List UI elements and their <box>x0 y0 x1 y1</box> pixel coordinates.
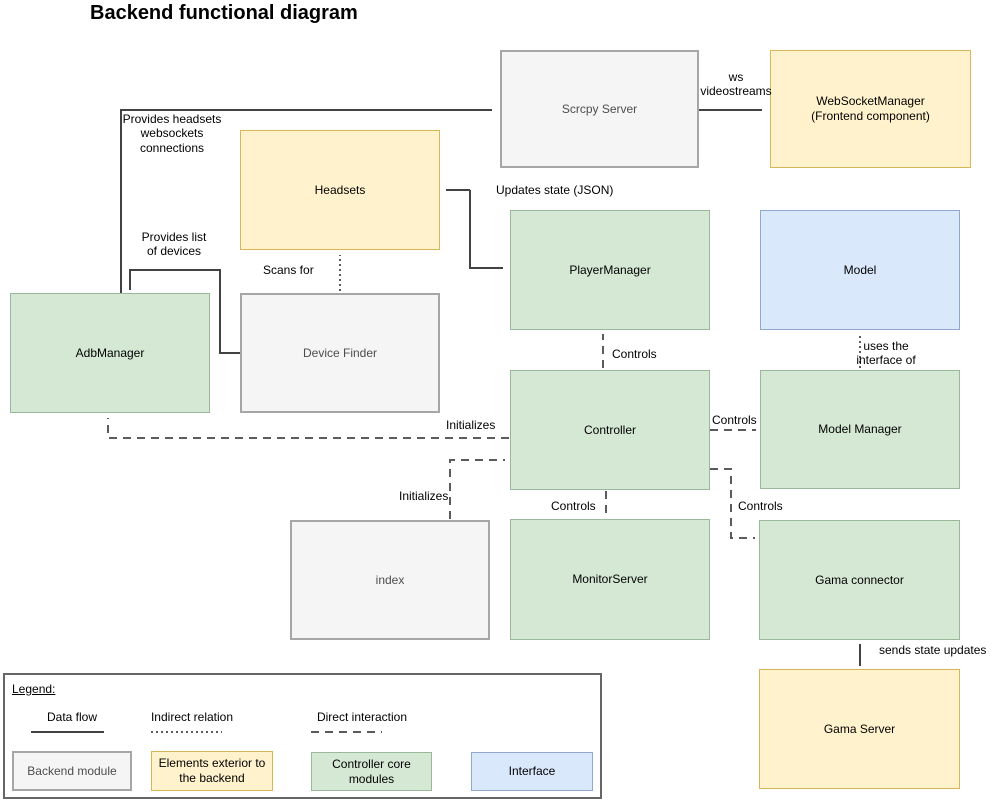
legend-label-direct-interaction: Direct interaction <box>316 710 408 724</box>
edge-label-controls-modelmanager: Controls <box>712 413 757 427</box>
edge-devicefinder-to-adb <box>129 269 240 354</box>
edge-headsets-to-playermanager <box>469 190 503 269</box>
edge-label-sends-state-updates: sends state updates <box>879 643 987 657</box>
node-gama-server: Gama Server <box>759 669 960 789</box>
edge-label-uses-interface: uses the interface of <box>856 339 916 368</box>
legend: Legend: Data flow Indirect relation Dire… <box>3 673 602 799</box>
node-controller: Controller <box>510 370 710 490</box>
edge-label-controls-monitorserver: Controls <box>551 499 596 513</box>
node-device-finder: Device Finder <box>240 293 440 413</box>
legend-swatch-backend-module: Backend module <box>12 751 132 791</box>
edge-label-updates-state: Updates state (JSON) <box>496 183 614 197</box>
node-player-manager: PlayerManager <box>510 210 710 330</box>
edge-label-provides-list: Provides list of devices <box>141 230 207 259</box>
node-adb-manager: AdbManager <box>10 293 210 413</box>
legend-label-data-flow: Data flow <box>46 710 98 724</box>
edge-label-provides-headsets: Provides headsets websockets connections <box>122 112 222 155</box>
edge-label-initializes-controller: Initializes <box>399 489 449 503</box>
edge-controller-to-gamaconnector <box>710 468 755 539</box>
node-model-manager: Model Manager <box>760 370 960 489</box>
node-websocket-manager: WebSocketManager (Frontend component) <box>770 50 971 168</box>
node-index: index <box>290 520 490 640</box>
legend-swatch-core: Controller core modules <box>311 752 432 791</box>
legend-label-indirect-relation: Indirect relation <box>150 710 234 724</box>
edge-label-controls-gamaconnector: Controls <box>738 499 783 513</box>
edge-label-initializes-adb: Initializes <box>446 418 496 432</box>
edge-adb-to-scrcpy <box>120 109 492 293</box>
node-scrcpy-server: Scrcpy Server <box>500 50 699 168</box>
edge-label-scans-for: Scans for <box>263 263 314 277</box>
diagram-title: Backend functional diagram <box>90 2 358 24</box>
edge-index-initializes-controller <box>449 459 505 519</box>
edge-label-ws-videostreams: ws videostreams <box>700 70 772 99</box>
legend-swatch-exterior: Elements exterior to the backend <box>151 751 273 791</box>
edge-label-controls-playermanager: Controls <box>612 347 657 361</box>
legend-arrow-samples <box>31 731 382 733</box>
edge-controller-initializes-adb <box>107 418 509 439</box>
node-headsets: Headsets <box>240 130 440 250</box>
node-gama-connector: Gama connector <box>759 520 960 640</box>
node-model: Model <box>760 210 960 330</box>
legend-swatch-interface: Interface <box>471 752 593 791</box>
legend-title: Legend: <box>12 682 56 696</box>
node-monitor-server: MonitorServer <box>510 519 710 640</box>
